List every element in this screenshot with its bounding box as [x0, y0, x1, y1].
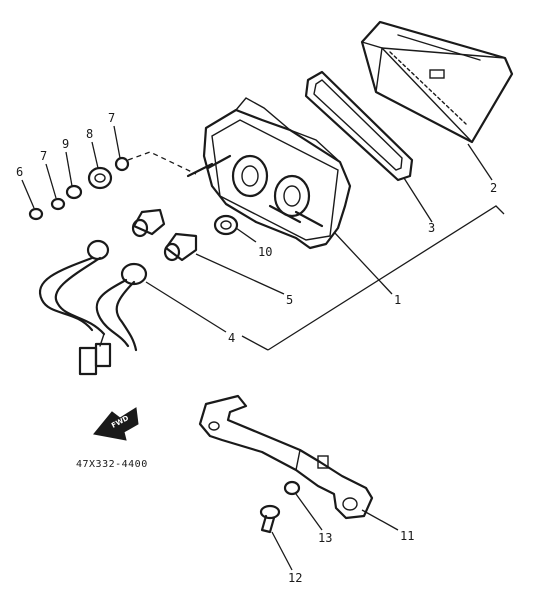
leader-lines: [21, 125, 505, 571]
part-11-bracket: [198, 394, 374, 520]
callout-7b: 7: [108, 111, 115, 125]
part-2-lens: [360, 20, 514, 144]
part-10-grommet: [213, 214, 239, 236]
callout-1: 1: [394, 293, 401, 307]
callout-13: 13: [318, 531, 332, 545]
fastener-cluster: [28, 156, 130, 221]
callout-3: 3: [428, 221, 435, 235]
part-12-bolt: [259, 504, 281, 534]
part-13-washer: [283, 480, 301, 496]
callout-4: 4: [228, 331, 235, 345]
callout-9: 9: [62, 137, 69, 151]
callout-2: 2: [490, 181, 497, 195]
callout-8: 8: [86, 127, 93, 141]
forward-arrow: FWD: [93, 407, 139, 441]
part-code: 47X332-4400: [76, 459, 148, 470]
part-4-harness: [39, 239, 148, 376]
callout-7a: 7: [40, 149, 47, 163]
callout-6: 6: [16, 165, 23, 179]
callout-11: 11: [400, 529, 414, 543]
part-1-housing: [186, 97, 352, 250]
part-3-gasket: [304, 70, 414, 182]
callout-10: 10: [258, 245, 272, 259]
callout-12: 12: [288, 571, 302, 585]
part-5-bulbs: [131, 208, 198, 262]
callout-5: 5: [286, 293, 293, 307]
